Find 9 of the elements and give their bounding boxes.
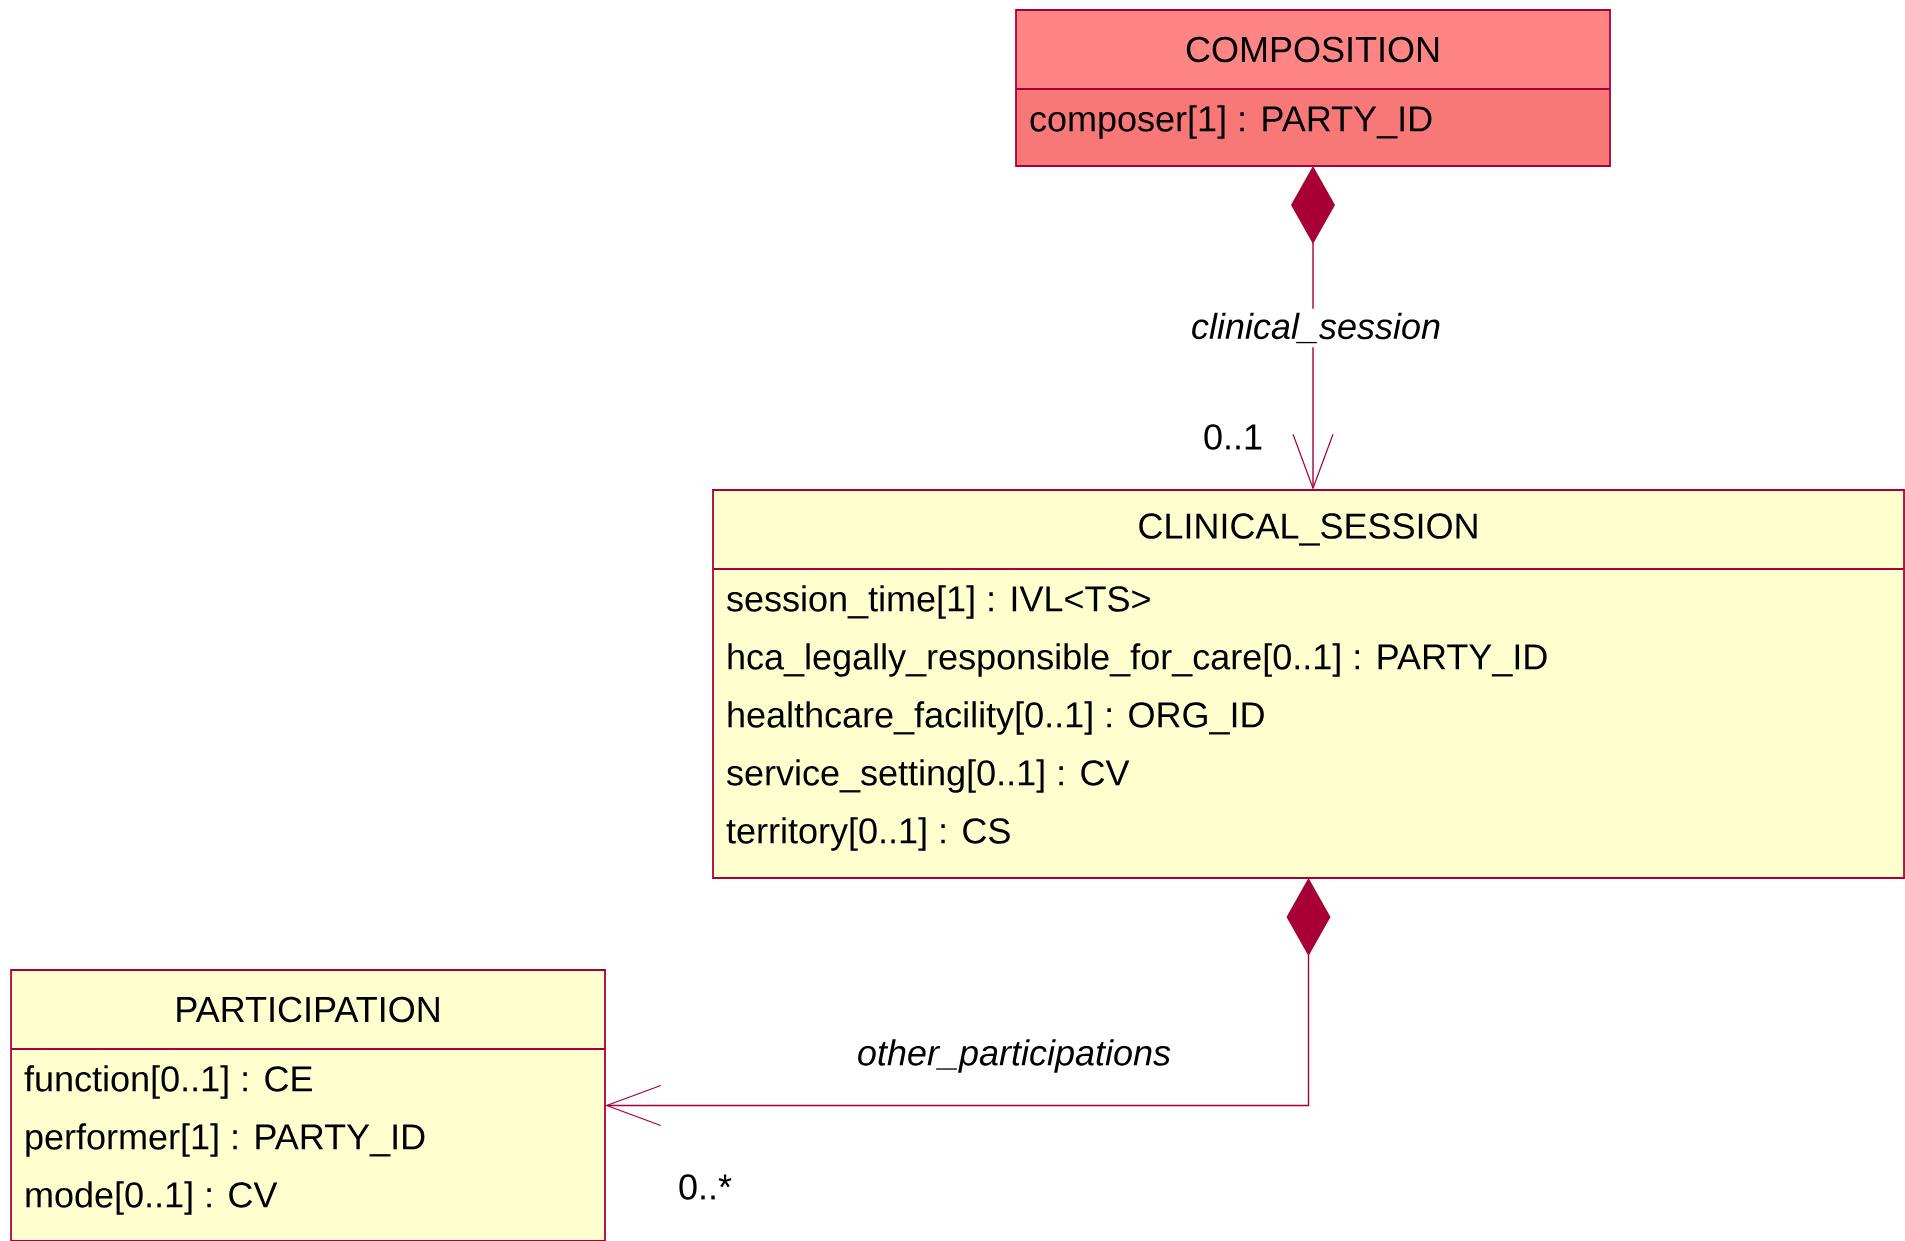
edge-label: other_participations <box>852 1035 1176 1077</box>
composition-arrow <box>1291 166 1335 490</box>
edge-label: clinical_session <box>1186 308 1446 348</box>
class-box: PARTICIPATION function[0..1] : CE performer[1] : PARTY_ID mode[0..1] : CV <box>10 969 606 1241</box>
class-box: COMPOSITION composer[1] : PARTY_ID <box>1015 9 1611 167</box>
composition-arrow <box>605 878 1331 1127</box>
multiplicity: 0..1 <box>1204 424 1262 450</box>
class-box: CLINICAL_SESSION session_time[1] : IVL<TS> hca_legally_responsible_for_care[0..1] : PARTY_ID healthcare_facility[0..1] : ORG_ID service_setting[0..1] : CV territory[0..1] : CS <box>712 489 1905 879</box>
multiplicity: 0..* <box>679 1174 732 1200</box>
